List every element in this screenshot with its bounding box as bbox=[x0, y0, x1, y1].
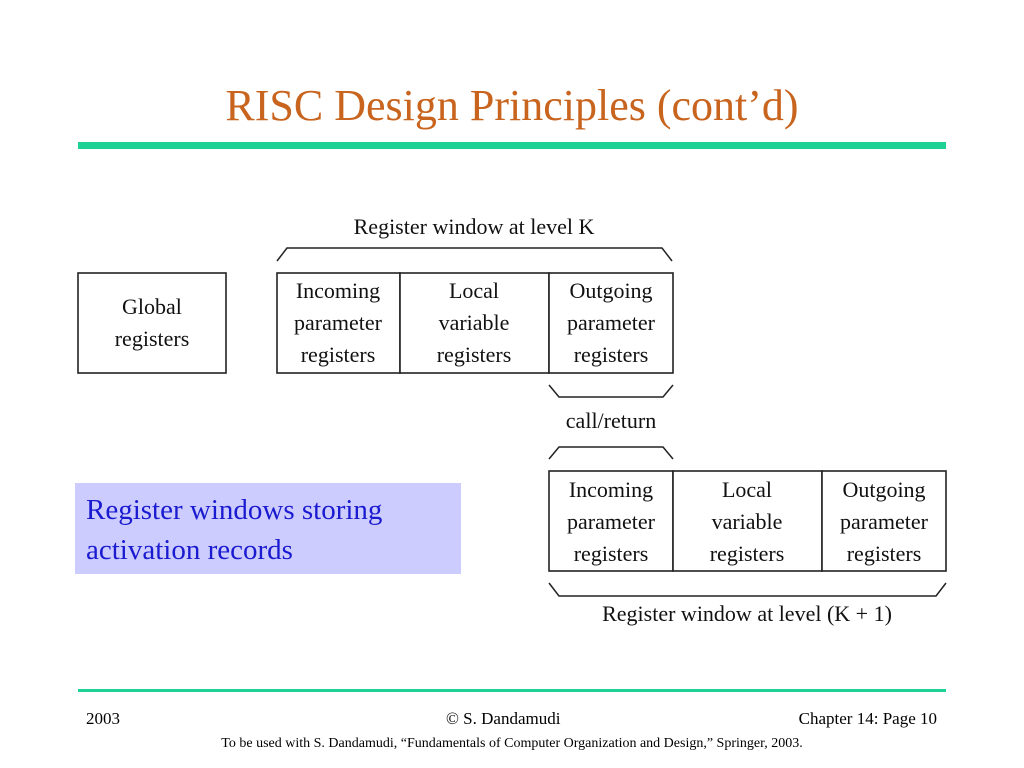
footer-author: © S. Dandamudi bbox=[446, 709, 561, 728]
window-k-brace bbox=[276, 247, 673, 262]
footer-year: 2003 bbox=[86, 709, 120, 728]
callout-line-1: Register windows storing bbox=[86, 494, 383, 526]
window-k-local-line-3: registers bbox=[437, 342, 512, 367]
call-return-brace-top bbox=[548, 384, 674, 398]
window-k-incoming-box bbox=[276, 272, 401, 374]
window-k-outgoing-line-3: registers bbox=[574, 342, 649, 367]
window-k-incoming-line-3: registers bbox=[301, 342, 376, 367]
window-k-outgoing-line-1: Outgoing bbox=[569, 278, 652, 303]
window-k1-outgoing-box bbox=[821, 470, 947, 572]
window-k-local-line-2: variable bbox=[439, 310, 510, 335]
window-k1-local-line-3: registers bbox=[710, 541, 785, 566]
callout-box: Register windows storing activation reco… bbox=[75, 483, 461, 574]
global-registers-line-2: registers bbox=[115, 326, 190, 351]
callout-line-2: activation records bbox=[86, 534, 293, 566]
window-k-incoming-line-2: parameter bbox=[294, 310, 383, 335]
window-k1-incoming-line-1: Incoming bbox=[569, 477, 653, 502]
call-return-label: call/return bbox=[566, 408, 656, 433]
footer-divider bbox=[78, 689, 946, 692]
window-k-incoming-line-1: Incoming bbox=[296, 278, 380, 303]
window-k1-incoming-box bbox=[548, 470, 674, 572]
window-k-outgoing-line-2: parameter bbox=[567, 310, 656, 335]
window-k1-local-box bbox=[672, 470, 823, 572]
window-k1-local-line-1: Local bbox=[722, 477, 772, 502]
title-divider bbox=[78, 142, 946, 149]
window-k-label: Register window at level K bbox=[354, 214, 595, 239]
window-k1-outgoing-line-3: registers bbox=[847, 541, 922, 566]
window-k1-incoming-line-2: parameter bbox=[567, 509, 656, 534]
window-k1-brace bbox=[548, 582, 947, 597]
window-k1-incoming-line-3: registers bbox=[574, 541, 649, 566]
global-registers-line-1: Global bbox=[122, 294, 182, 319]
window-k-outgoing-box bbox=[548, 272, 674, 374]
call-return-brace-bottom bbox=[548, 446, 674, 460]
footer-page: Chapter 14: Page 10 bbox=[798, 709, 937, 728]
window-k1-outgoing-line-1: Outgoing bbox=[842, 477, 925, 502]
slide-title: RISC Design Principles (cont’d) bbox=[225, 81, 799, 130]
global-registers-box bbox=[77, 272, 227, 374]
footer-note: To be used with S. Dandamudi, “Fundament… bbox=[221, 736, 803, 751]
window-k1-outgoing-line-2: parameter bbox=[840, 509, 929, 534]
window-k1-local-line-2: variable bbox=[712, 509, 783, 534]
window-k-local-line-1: Local bbox=[449, 278, 499, 303]
window-k1-label: Register window at level (K + 1) bbox=[602, 601, 892, 626]
